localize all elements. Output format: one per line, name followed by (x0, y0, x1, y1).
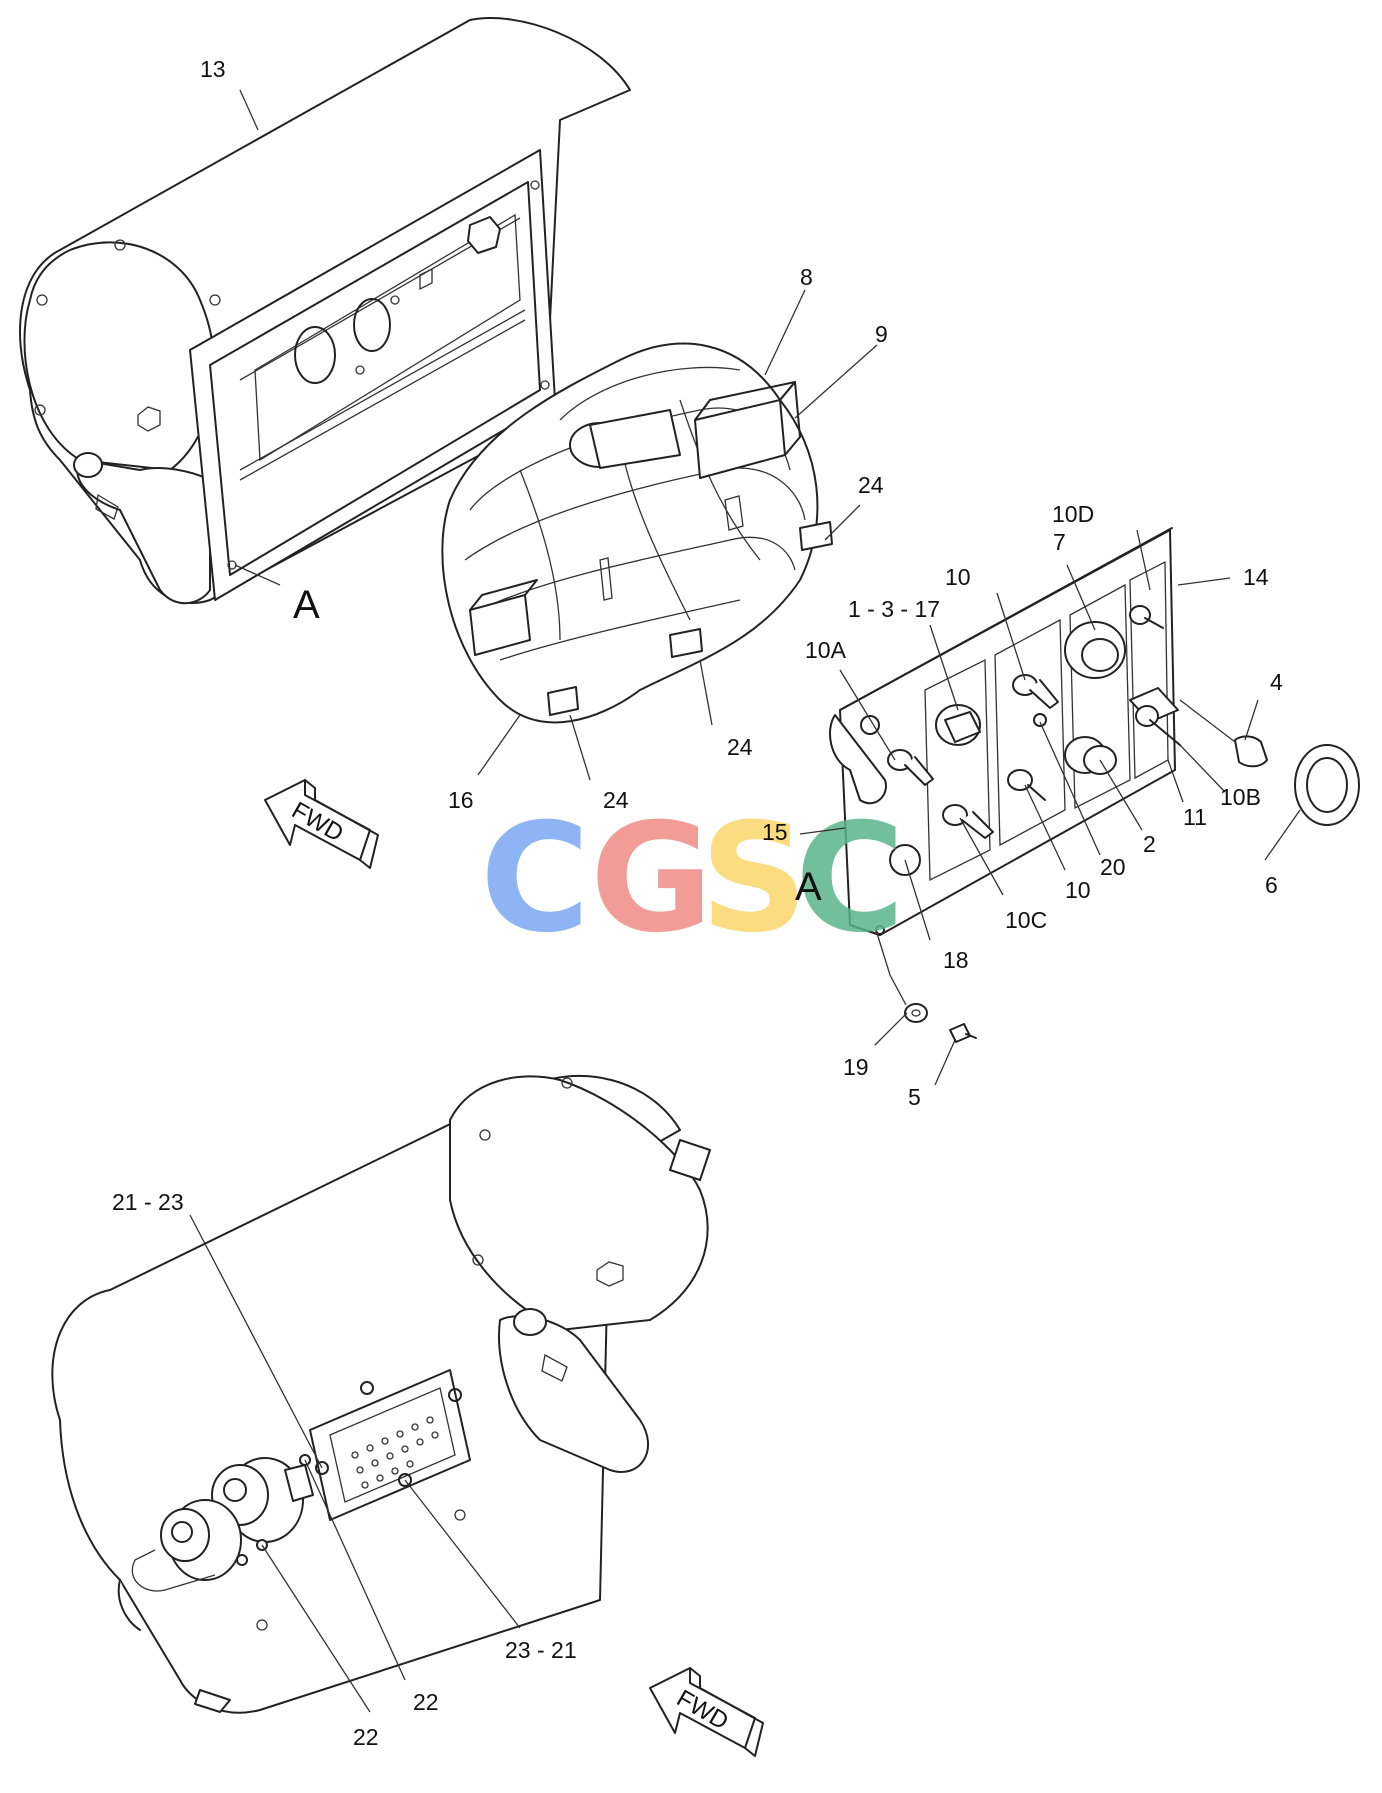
housing-bottom (51, 1074, 711, 1714)
callout-4: 4 (1270, 669, 1283, 695)
housing-top (19, 17, 631, 605)
callout-10-upper: 10 (945, 564, 971, 590)
callout-14: 14 (1243, 564, 1269, 590)
watermark-letter-3: S (700, 792, 808, 966)
callout-2: 2 (1143, 831, 1156, 857)
fwd-arrow-top: FWD (264, 779, 379, 869)
wiring-harness (441, 342, 833, 724)
watermark-logo: C G S C (480, 792, 905, 966)
view-marker-a-left: A (293, 583, 320, 627)
callout-24-top: 24 (858, 472, 884, 498)
callout-10B: 10B (1220, 784, 1261, 810)
watermark-letter-2: G (590, 792, 713, 966)
fwd-arrow-bottom: FWD (649, 1667, 764, 1757)
callout-10A: 10A (805, 637, 847, 663)
callout-5: 5 (908, 1084, 921, 1110)
callout-21-23: 21 - 23 (112, 1189, 184, 1215)
watermark-letter-1: C (480, 792, 590, 966)
callout-24-bottom: 24 (603, 787, 629, 813)
callout-labels: 13 8 9 24 10D 14 7 10 1 - 3 - 17 10A 4 1… (112, 56, 1283, 1750)
callout-10D: 10D (1052, 501, 1094, 527)
callout-15: 15 (762, 819, 788, 845)
callout-22-upper: 22 (413, 1689, 439, 1715)
callout-9: 9 (875, 321, 888, 347)
callout-10C: 10C (1005, 907, 1047, 933)
leader-lines (189, 89, 1301, 1713)
callout-16: 16 (448, 787, 474, 813)
callout-1-3-17: 1 - 3 - 17 (848, 596, 940, 622)
callout-6: 6 (1265, 872, 1278, 898)
callout-18: 18 (943, 947, 969, 973)
callout-11: 11 (1183, 804, 1207, 830)
callout-8: 8 (800, 264, 813, 290)
view-marker-a-right: A (795, 865, 822, 909)
callout-7: 7 (1053, 529, 1066, 555)
callout-22-lower: 22 (353, 1724, 379, 1750)
callout-20: 20 (1100, 854, 1126, 880)
callout-23-21: 23 - 21 (505, 1637, 577, 1663)
callout-10-lower: 10 (1065, 877, 1091, 903)
callout-24-right: 24 (727, 734, 753, 760)
callout-13: 13 (200, 56, 226, 82)
watermark-letter-4: C (795, 792, 905, 966)
callout-19: 19 (843, 1054, 869, 1080)
